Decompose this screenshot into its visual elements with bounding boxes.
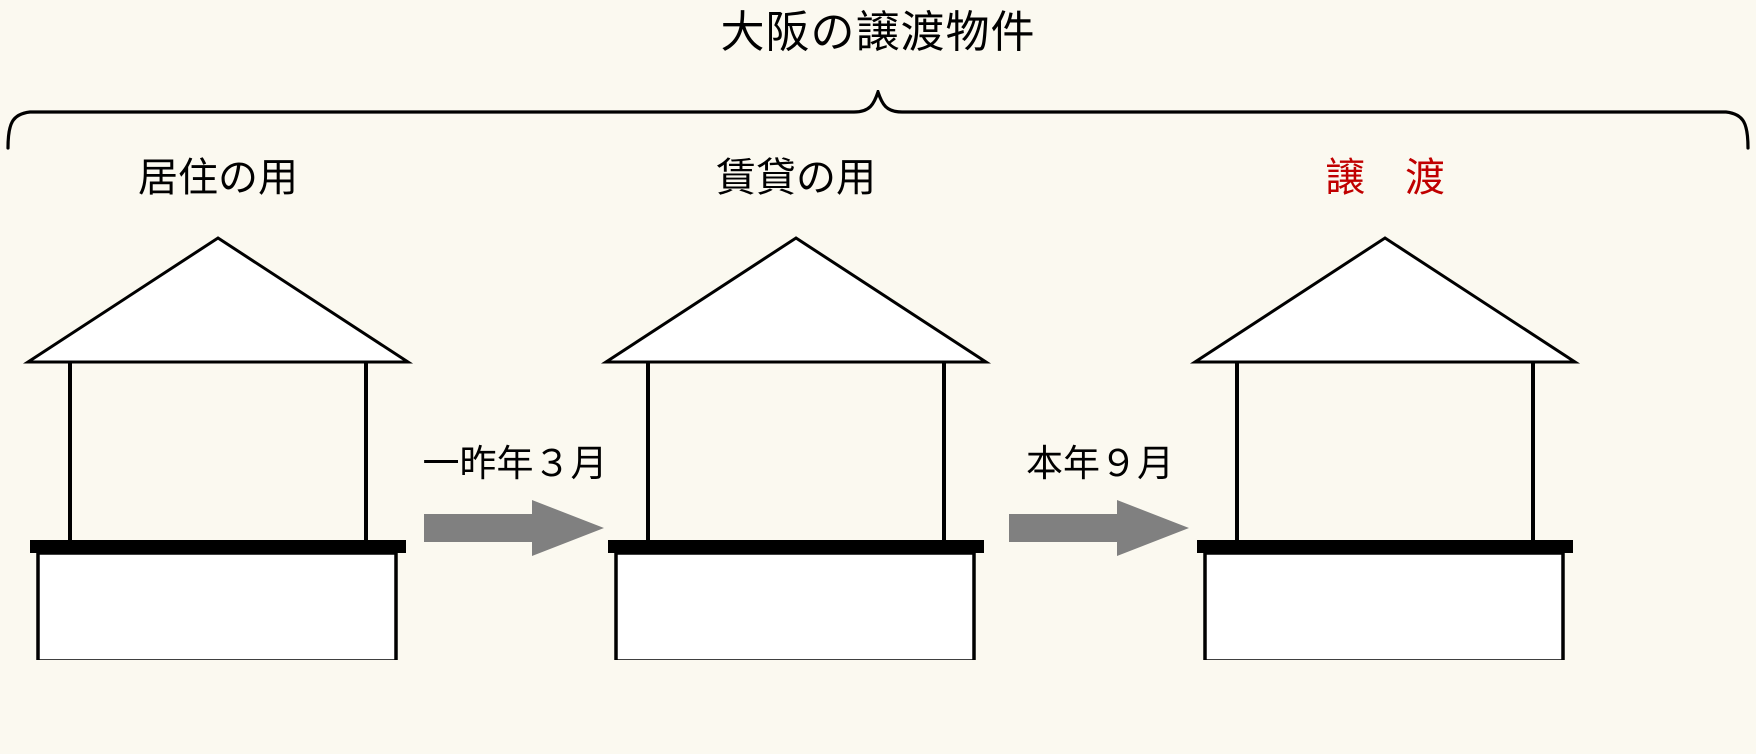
stage-residential-use: 居住の用 (8, 150, 428, 660)
house-icon (600, 236, 992, 660)
page-title: 大阪の譲渡物件 (720, 8, 1036, 57)
stage-transfer: 譲 渡 (1175, 150, 1595, 660)
house-illustration-2 (586, 210, 1006, 660)
right-arrow-icon (424, 500, 604, 556)
stage-label-transfer: 譲 渡 (1325, 156, 1445, 200)
arrow-wrap-1 (414, 498, 614, 558)
stage-rental-use: 賃貸の用 (586, 150, 1006, 660)
right-arrow-icon (1009, 500, 1189, 556)
brace (4, 90, 1752, 150)
arrow-wrap-2 (999, 498, 1199, 558)
stage-label-rental-use: 賃貸の用 (716, 156, 876, 200)
stage-label-residential-use: 居住の用 (138, 156, 298, 200)
house-icon (1189, 236, 1581, 660)
transition-2: 本年９月 (985, 440, 1215, 570)
curly-brace-icon (6, 90, 1750, 150)
house-icon (22, 236, 414, 660)
transition-1: 一昨年３月 (400, 440, 630, 570)
transition-caption-2: 本年９月 (1026, 443, 1174, 484)
transition-caption-1: 一昨年３月 (422, 443, 608, 484)
house-illustration-3 (1175, 210, 1595, 660)
house-illustration-1 (8, 210, 428, 660)
